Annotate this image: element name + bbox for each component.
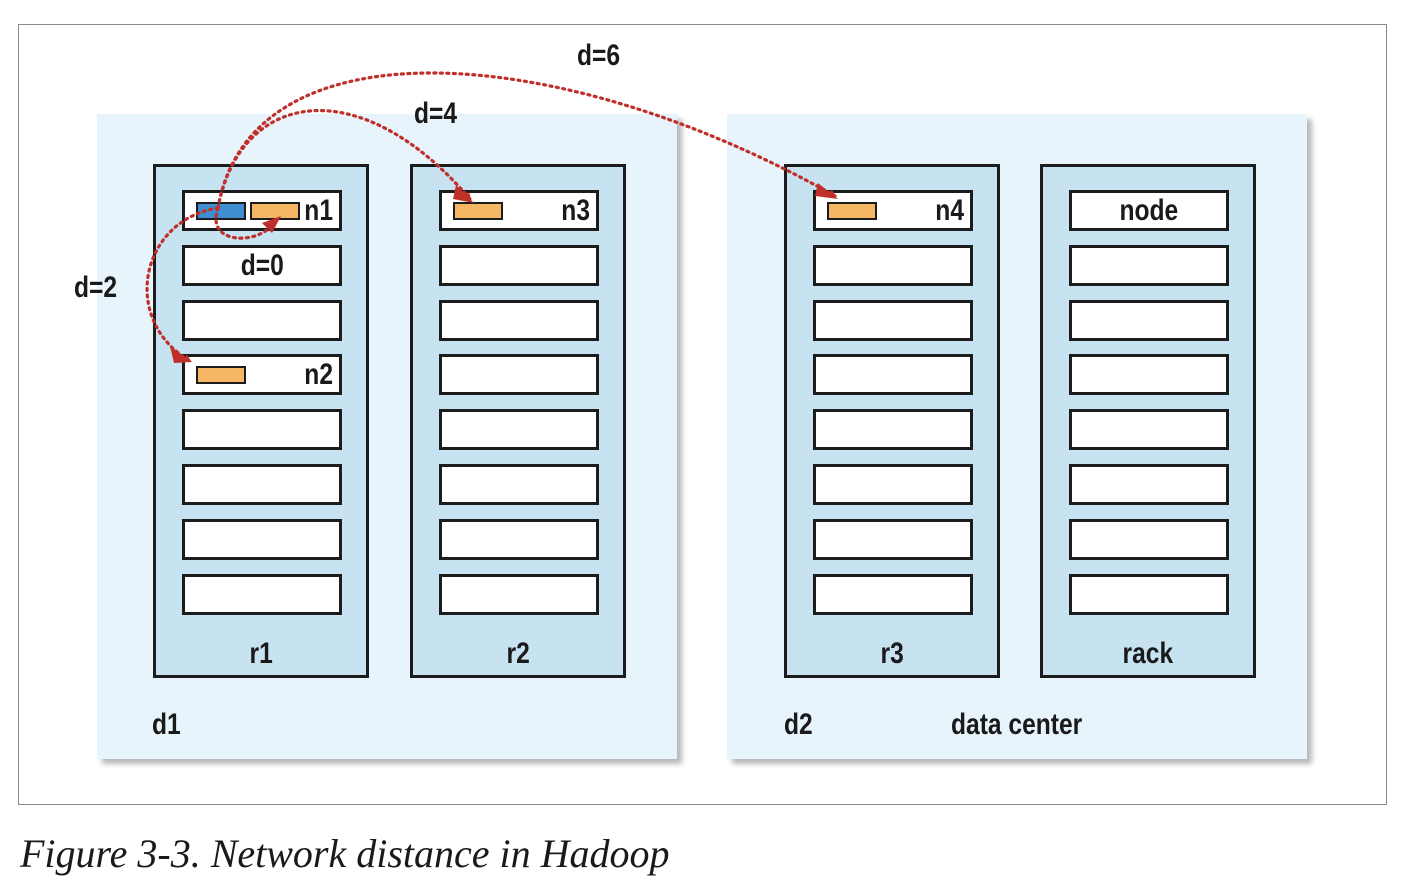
node-label: n2 [304,358,333,392]
rack-label-text: r2 [506,637,530,670]
distance-label-d4: d=4 [414,97,458,130]
node-n4: n4 [813,190,973,231]
data-block-orange [827,202,877,220]
node-slot [182,518,342,560]
rack-label-text: rack [1122,637,1174,670]
node-slot [182,409,342,451]
rack-r3: n4 r3 [784,164,1000,678]
node-label: n3 [561,194,590,227]
rack-label-text: r1 [249,637,273,670]
node-slot [813,354,973,396]
node-slot [813,244,973,286]
node-slot [182,299,342,341]
node-d0: d=0 [182,244,342,286]
data-block-orange [196,366,246,385]
data-block-orange [453,202,503,220]
distance-label-d6: d=6 [577,39,621,72]
node-label: node [1072,196,1226,226]
node-label: n4 [935,194,964,227]
datacenter-legend-label: data center [951,708,1083,741]
distance-label-d2: d=2 [74,271,118,304]
data-block-blue [196,202,246,220]
node-slot [1069,354,1229,396]
node-slot [1069,244,1229,286]
node-slot [813,299,973,341]
node-slot [439,409,599,451]
figure-caption: Figure 3-3. Network distance in Hadoop [20,831,670,876]
node-label: d=0 [185,248,339,282]
rack-label-text: r3 [880,637,904,670]
node-slot [439,354,599,396]
node-slot [813,409,973,451]
datacenter-label-d1: d1 [152,708,181,741]
node-slot [439,573,599,615]
node-slot [813,464,973,505]
node-slot [1069,518,1229,560]
node-label-text: d=0 [240,248,284,282]
node-slot [1069,464,1229,505]
node-slot [1069,573,1229,615]
node-slot [1069,409,1229,451]
rack-label: r2 [413,639,623,669]
node-node: node [1069,190,1229,231]
node-label: n1 [304,194,333,227]
node-slot [439,299,599,341]
node-n3: n3 [439,190,599,231]
node-slot [439,518,599,560]
node-slot [1069,299,1229,341]
rack-legend: node rack [1040,164,1256,678]
node-n2: n2 [182,354,342,396]
rack-label: rack [1043,639,1253,669]
rack-r2: n3 r2 [410,164,626,678]
data-block-orange [250,202,300,220]
node-slot [813,573,973,615]
datacenter-label-d2: d2 [784,708,813,741]
node-slot [813,518,973,560]
node-slot [439,244,599,286]
node-slot [439,464,599,505]
node-label-text: node [1119,194,1179,227]
rack-label: r1 [156,639,366,669]
rack-label: r3 [787,639,997,669]
node-n1: n1 [182,190,342,231]
rack-r1: n1 d=0 n2 r1 [153,164,369,678]
node-slot [182,573,342,615]
node-slot [182,464,342,505]
